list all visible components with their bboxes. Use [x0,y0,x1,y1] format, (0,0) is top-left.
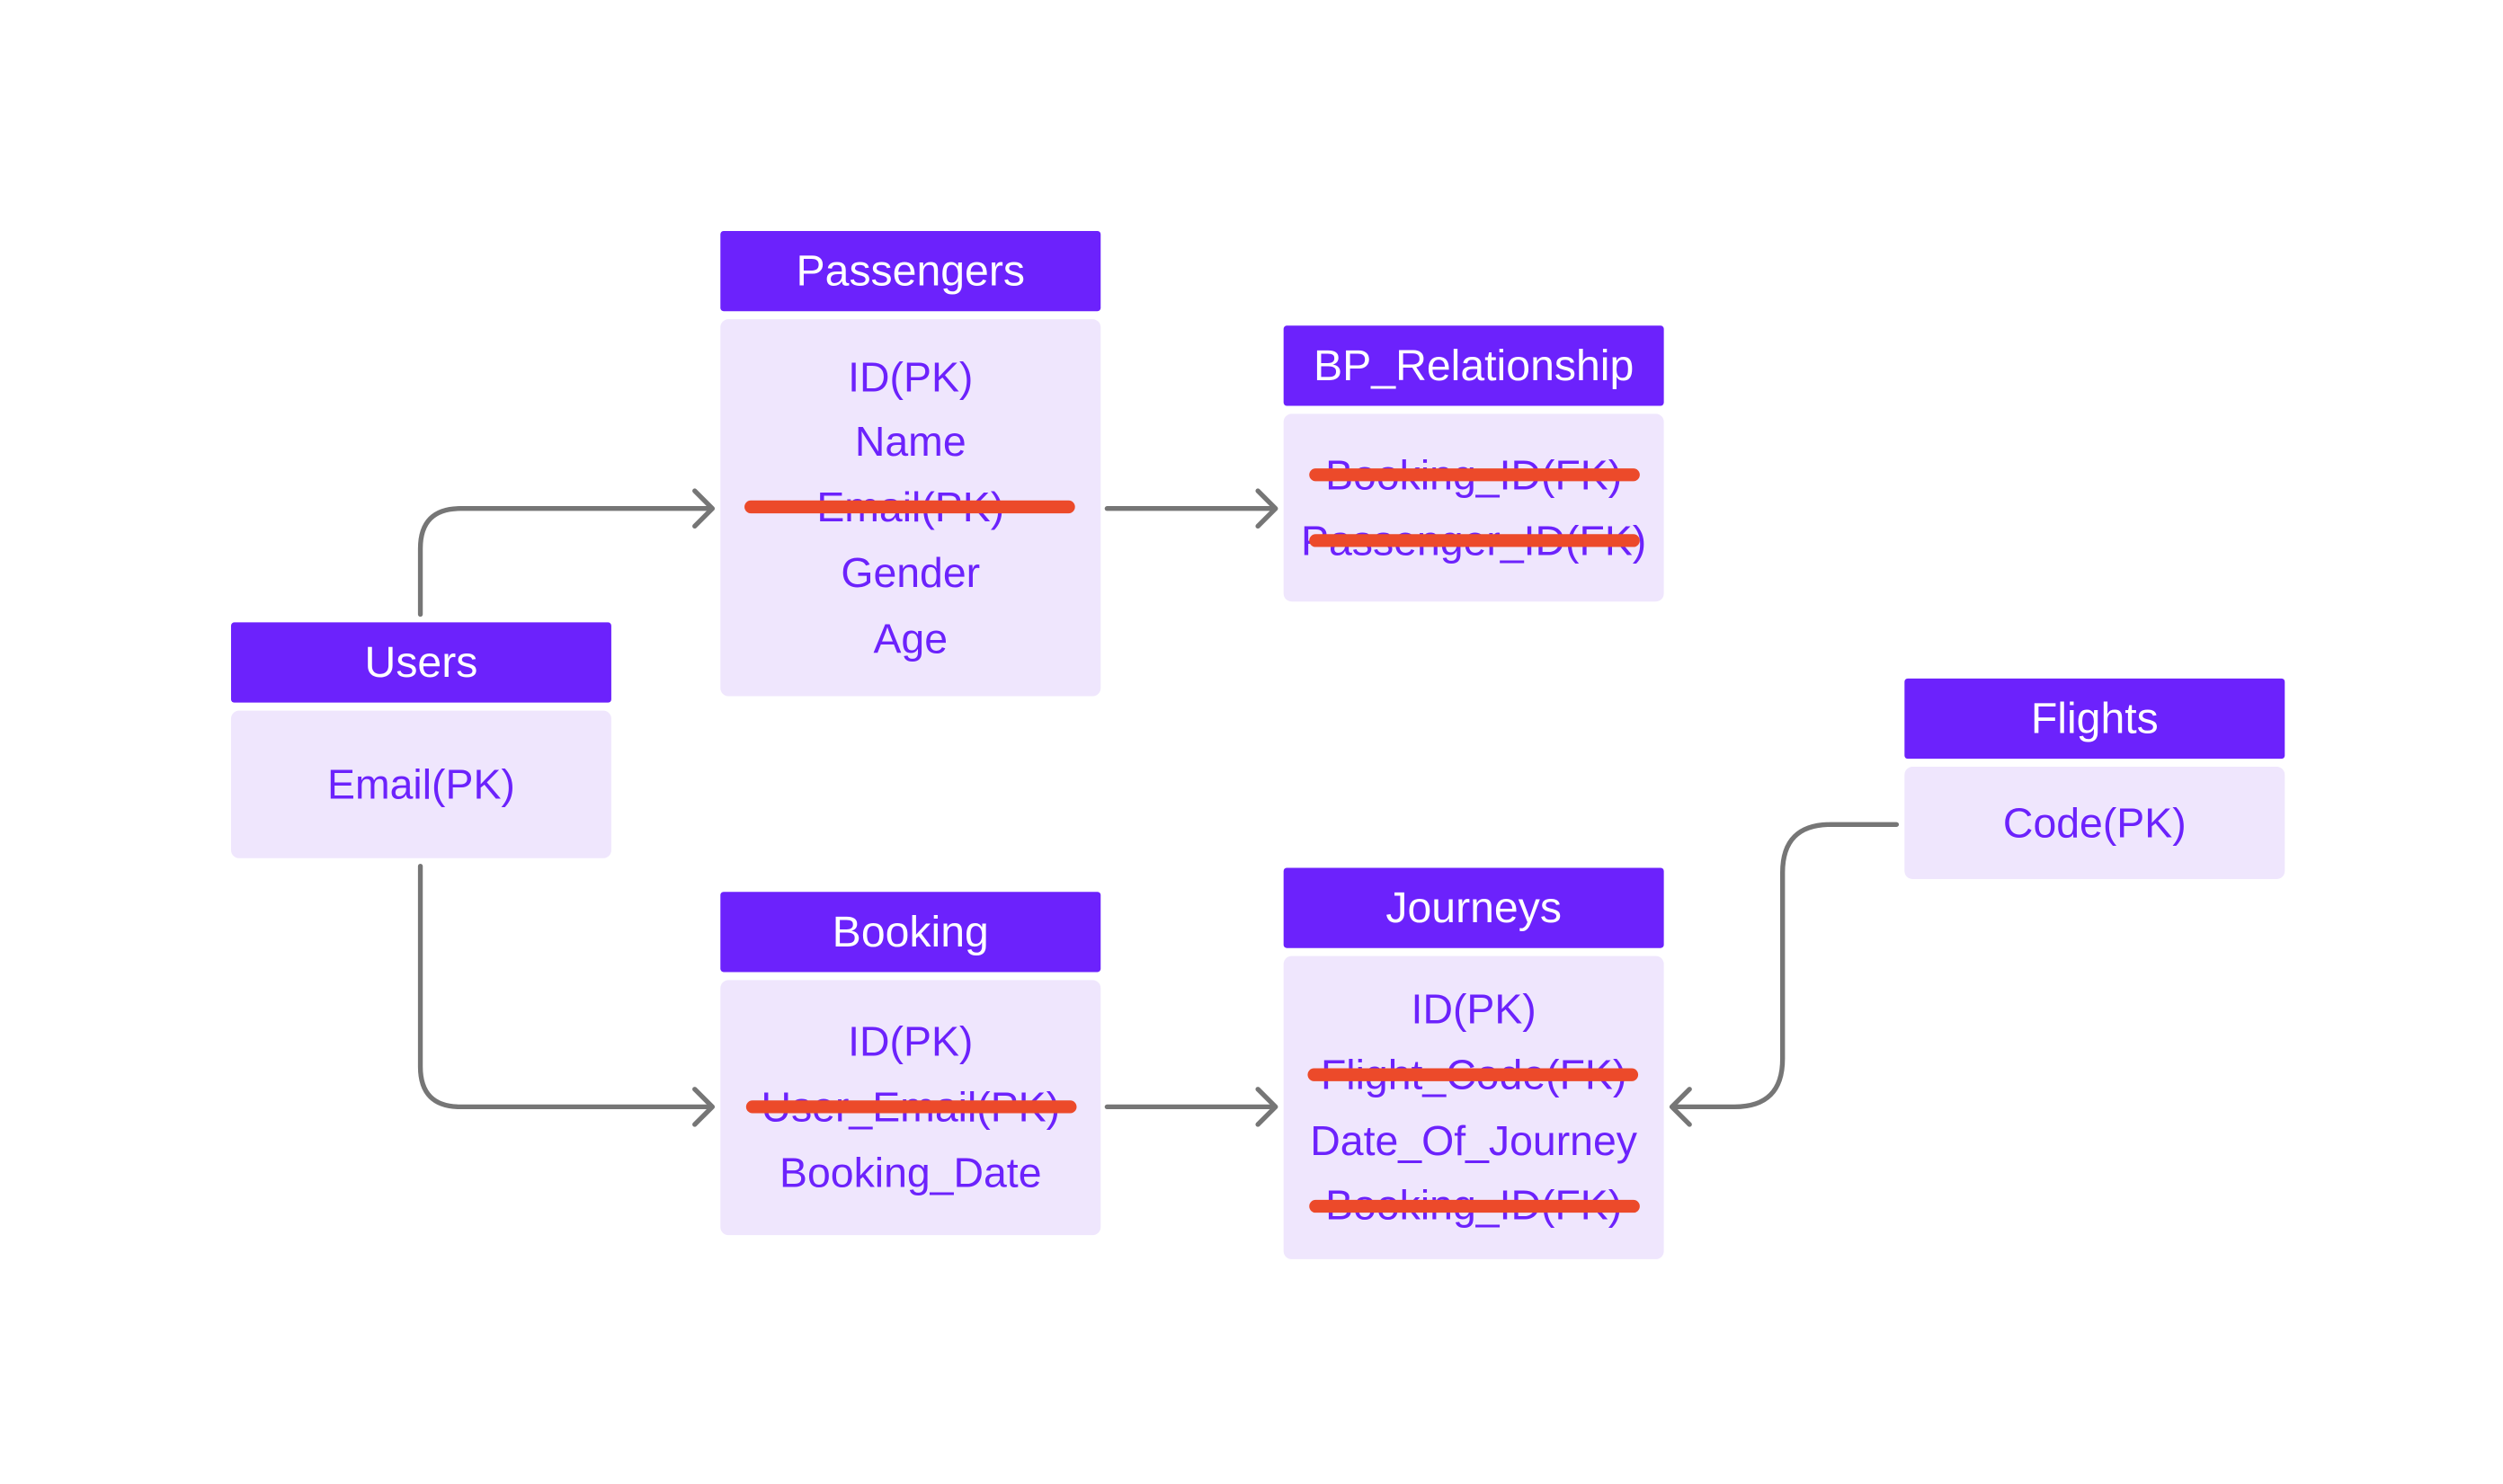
entity-flights[interactable]: Flights Code(PK) [1904,678,2285,879]
connector-users-passengers [417,506,714,618]
field-journeys-date: Date_Of_Journey [1310,1115,1637,1164]
field-bp-booking-id-struck: Booking_ID(FK) [1308,442,1639,508]
entity-users-fields: Email(PK) [230,710,611,858]
entity-journeys[interactable]: Journeys ID(PK) Flight_Code(FK) Date_Of_… [1283,867,1664,1259]
entity-users-title: Users [230,622,611,703]
entity-booking[interactable]: Booking ID(PK) User_Email(PK) Booking_Da… [720,892,1101,1236]
entity-journeys-title: Journeys [1283,867,1664,948]
entity-flights-title: Flights [1904,678,2285,760]
entity-bp-relationship-fields: Booking_ID(FK) Passenger_ID(FK) [1283,413,1664,602]
field-journeys-flight-code-struck: Flight_Code(FK) [1308,1042,1639,1107]
field-passengers-id: ID(PK) [848,351,974,401]
entity-bp-relationship-title: BP_Relationship [1283,325,1664,406]
field-bp-passenger-id-struck: Passenger_ID(FK) [1301,508,1646,573]
field-users-email: Email(PK) [327,760,515,808]
field-flights-code: Code(PK) [2002,798,2187,847]
entity-users[interactable]: Users Email(PK) [230,622,611,858]
entity-bp-relationship[interactable]: BP_Relationship Booking_ID(FK) Passenger… [1283,325,1664,602]
field-passengers-age: Age [873,613,949,662]
connector-flights-journeys [1672,822,1900,1110]
field-journeys-booking-id-struck: Booking_ID(FK) [1308,1173,1639,1239]
entity-flights-fields: Code(PK) [1904,767,2285,879]
field-booking-id: ID(PK) [848,1017,974,1066]
entity-passengers-fields: ID(PK) Name Email(PK) Gender Age [720,319,1101,697]
field-passengers-gender: Gender [841,548,981,597]
arrowhead-passengers-bp-relationship [1255,488,1278,529]
arrowhead-users-passengers [692,488,716,529]
entity-booking-fields: ID(PK) User_Email(PK) Booking_Date [720,980,1101,1236]
field-passengers-email-struck: Email(PK) [744,475,1076,540]
entity-booking-title: Booking [720,892,1101,973]
arrowhead-flights-journeys [1669,1087,1692,1127]
arrowhead-booking-journeys [1255,1087,1278,1127]
arrowhead-users-booking [692,1087,716,1127]
connector-users-booking [417,864,714,1110]
field-journeys-id: ID(PK) [1411,984,1537,1034]
entity-passengers-title: Passengers [720,230,1101,312]
field-passengers-name: Name [854,417,966,467]
field-booking-date: Booking_Date [779,1148,1042,1197]
field-booking-user-email-struck: User_Email(PK) [744,1075,1077,1141]
entity-journeys-fields: ID(PK) Flight_Code(FK) Date_Of_Journey B… [1283,955,1664,1259]
entity-passengers[interactable]: Passengers ID(PK) Name Email(PK) Gender … [720,230,1101,697]
